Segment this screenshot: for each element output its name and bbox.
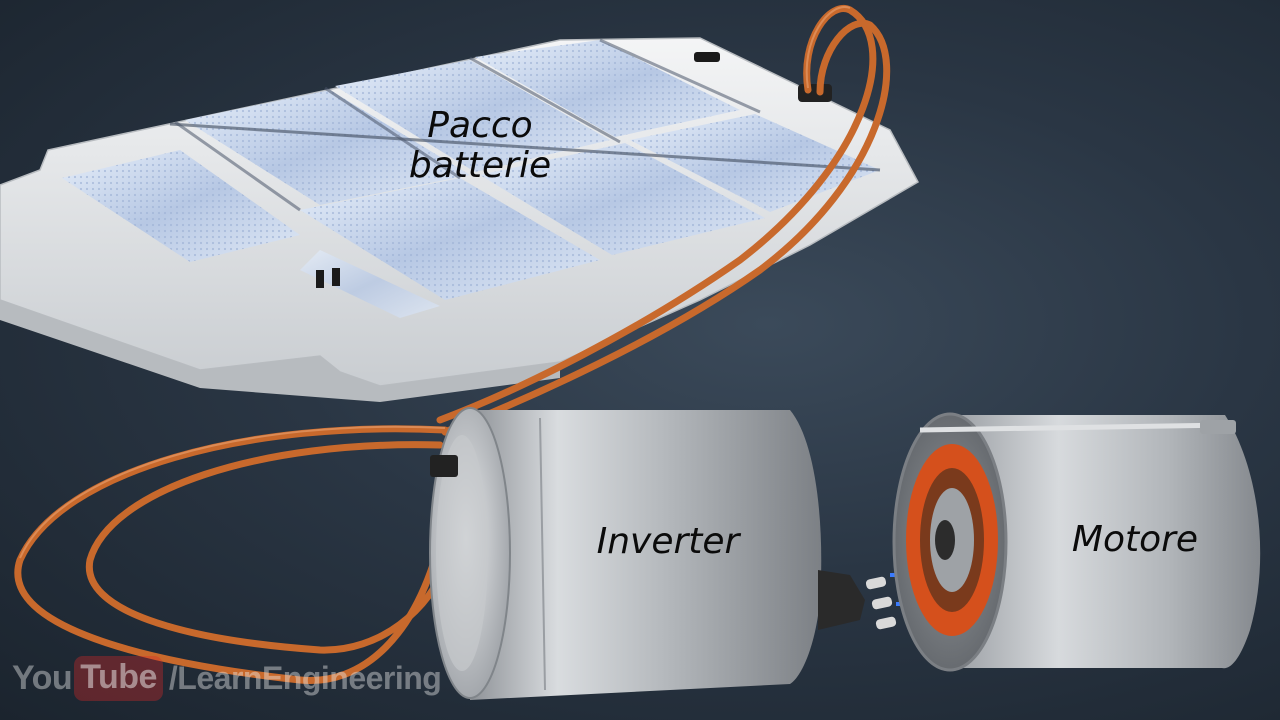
motor-unit xyxy=(892,412,1261,672)
motor-label: Motore xyxy=(1071,519,1199,560)
watermark-tube-logo: Tube xyxy=(74,656,163,701)
watermark-channel: /LearnEngineering xyxy=(168,660,442,696)
inverter-unit xyxy=(429,407,822,700)
battery-label-line1: Pacco xyxy=(427,105,533,146)
battery-label-line2: batterie xyxy=(408,145,552,187)
inverter-label: Inverter xyxy=(596,521,740,562)
battery-pack xyxy=(0,37,920,402)
watermark-you: You xyxy=(12,659,73,697)
battery-pack-label: Pacco batterie xyxy=(395,105,565,187)
youtube-watermark: You Tube /LearnEngineering xyxy=(12,656,442,701)
